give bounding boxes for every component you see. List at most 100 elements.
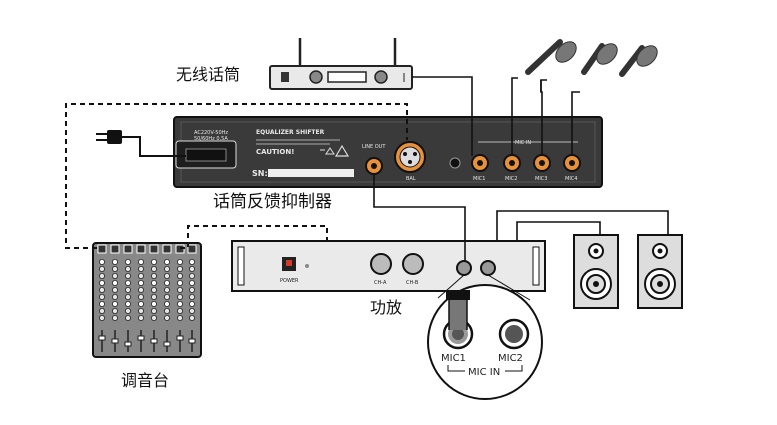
- mixer-fader-cap: [137, 335, 145, 341]
- mixer-knob: [137, 272, 144, 279]
- power-rating-label: AC220V-50Hz: [194, 130, 228, 136]
- mixer-knob: [176, 300, 183, 307]
- mixer-knob: [176, 272, 183, 279]
- microphone-icon: [619, 45, 658, 77]
- amplifier: POWER CH-A CH-B: [231, 240, 546, 292]
- zoom-mic2-label: MIC2: [498, 353, 523, 364]
- mixer: [92, 242, 202, 358]
- line-out-label: LINE OUT: [362, 144, 386, 150]
- mixer-knob: [125, 314, 132, 321]
- mixer-fader-cap: [98, 335, 106, 341]
- mixer-knob: [137, 314, 144, 321]
- serial-number-label: SN:: [252, 169, 268, 178]
- mixer-knob: [163, 272, 170, 279]
- mixer-knob: [188, 300, 195, 307]
- mixer-knob: [125, 258, 132, 265]
- mixer-knob: [99, 258, 106, 265]
- mixer-input-jack: [97, 244, 107, 254]
- mixer-knob: [176, 314, 183, 321]
- mixer-knob: [150, 314, 157, 321]
- mixer-knob: [150, 258, 157, 265]
- mixer-input-jack: [110, 244, 120, 254]
- mixer-knob: [137, 300, 144, 307]
- zoom-mic1-label: MIC1: [441, 353, 466, 364]
- mixer-knob: [99, 300, 106, 307]
- mixer-knob: [112, 286, 119, 293]
- wireless-mic-label: 无线话筒: [176, 65, 240, 84]
- mixer-knob: [137, 279, 144, 286]
- zoom-mic-in-label: MIC IN: [468, 367, 500, 378]
- mic-group-label: MIC IN: [515, 140, 531, 146]
- power-plug-icon: [96, 130, 186, 157]
- wireless-mic-receiver: [269, 38, 413, 90]
- mixer-input-jack: [136, 244, 146, 254]
- suppressor-label: 话筒反馈抑制器: [213, 192, 332, 212]
- bal-label: BAL: [406, 176, 416, 182]
- microphone-icon: [581, 43, 618, 75]
- mixer-knob: [112, 307, 119, 314]
- mixer-knob: [125, 265, 132, 272]
- mixer-input-jack: [187, 244, 197, 254]
- mixer-knob: [176, 258, 183, 265]
- mixer-knob: [163, 300, 170, 307]
- speaker: [573, 234, 619, 309]
- mixer-knob: [163, 286, 170, 293]
- mixer-knob: [150, 279, 157, 286]
- mixer-knob: [188, 307, 195, 314]
- mixer-knob: [125, 279, 132, 286]
- mixer-knob: [188, 279, 195, 286]
- mixer-knob: [176, 286, 183, 293]
- mixer-knob: [99, 293, 106, 300]
- mixer-knob: [99, 307, 106, 314]
- mixer-knob: [125, 293, 132, 300]
- mixer-knob: [188, 265, 195, 272]
- mixer-label: 调音台: [121, 371, 169, 390]
- mixer-knob: [176, 279, 183, 286]
- mixer-knob: [99, 272, 106, 279]
- power-switch-label: POWER: [280, 278, 299, 284]
- mixer-knob: [163, 258, 170, 265]
- mixer-knob: [125, 307, 132, 314]
- mixer-knob: [99, 279, 106, 286]
- mic2-jack-label: MIC2: [505, 176, 517, 182]
- mixer-knob: [188, 286, 195, 293]
- mixer-knob: [150, 300, 157, 307]
- knob-a-label: CH-A: [374, 280, 387, 286]
- mixer-knob: [99, 265, 106, 272]
- mixer-knob: [112, 300, 119, 307]
- mixer-input-jack: [123, 244, 133, 254]
- mixer-knob: [188, 272, 195, 279]
- mixer-knob: [188, 293, 195, 300]
- mixer-knob: [150, 272, 157, 279]
- mixer-fader-cap: [188, 338, 196, 344]
- dashed-cables: [65, 103, 408, 249]
- mixer-knob: [112, 293, 119, 300]
- caution-label: CAUTION!: [256, 148, 294, 156]
- mixer-fader-cap: [163, 341, 171, 347]
- mixer-knob: [188, 314, 195, 321]
- mixer-knob: [163, 293, 170, 300]
- mixer-knob: [99, 286, 106, 293]
- feedback-suppressor: AC220V-50Hz 50/60Hz 0.5A EQUALIZER SHIFT…: [173, 116, 603, 188]
- mixer-knob: [150, 293, 157, 300]
- mixer-knob: [150, 307, 157, 314]
- speaker: [637, 234, 683, 309]
- mixer-knob: [176, 265, 183, 272]
- mixer-knob: [163, 314, 170, 321]
- mixer-knob: [125, 272, 132, 279]
- mixer-knob: [150, 265, 157, 272]
- microphone-icon: [525, 39, 577, 75]
- mixer-knob: [137, 307, 144, 314]
- mixer-knob: [176, 293, 183, 300]
- mic4-jack-label: MIC4: [565, 176, 577, 182]
- mixer-input-jack: [162, 244, 172, 254]
- mixer-knob: [137, 265, 144, 272]
- mixer-input-jack: [149, 244, 159, 254]
- mixer-fader-cap: [150, 338, 158, 344]
- mixer-knob: [137, 258, 144, 265]
- mixer-knob: [188, 258, 195, 265]
- cables: [373, 76, 669, 261]
- amplifier-label: 功放: [370, 298, 402, 317]
- mixer-knob: [163, 307, 170, 314]
